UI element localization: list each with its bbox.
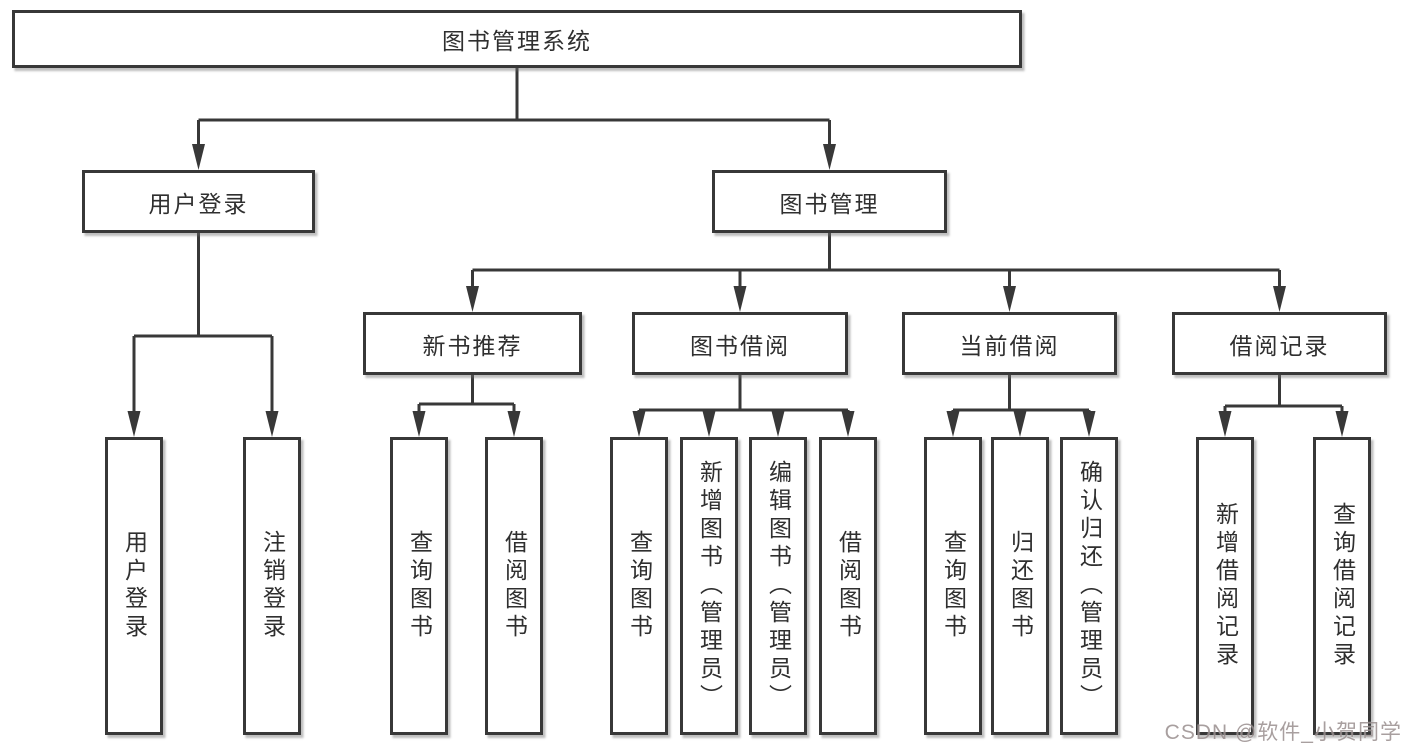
leaf-return-books: 归还图书 <box>991 437 1049 735</box>
leaf-logout: 注销登录 <box>243 437 301 735</box>
leaf-query-borrow-record: 查询借阅记录 <box>1313 437 1371 735</box>
leaf-add-borrow-record: 新增借阅记录 <box>1196 437 1254 735</box>
node-library-management-system: 图书管理系统 <box>12 10 1022 68</box>
leaf-borrow-books-recommend: 借阅图书 <box>485 437 543 735</box>
csdn-watermark: CSDN @软件_小贺同学 <box>1164 721 1402 744</box>
leaf-add-book-admin: 新增图书（管理员） <box>680 437 738 735</box>
leaf-confirm-return-admin: 确认归还（管理员） <box>1060 437 1118 735</box>
leaf-query-books-borrow: 查询图书 <box>610 437 668 735</box>
leaf-user-login: 用户登录 <box>105 437 163 735</box>
node-current-borrow: 当前借阅 <box>902 312 1117 375</box>
node-new-book-recommend: 新书推荐 <box>363 312 582 375</box>
node-book-management: 图书管理 <box>712 170 947 233</box>
node-borrow-records: 借阅记录 <box>1172 312 1387 375</box>
node-book-borrow: 图书借阅 <box>632 312 848 375</box>
leaf-borrow-books-borrow: 借阅图书 <box>819 437 877 735</box>
arrow-down-icons <box>127 144 1349 437</box>
connector-line-group <box>132 68 1344 418</box>
leaf-edit-book-admin: 编辑图书（管理员） <box>749 437 807 735</box>
leaf-query-books-current: 查询图书 <box>924 437 982 735</box>
node-user-login: 用户登录 <box>82 170 315 233</box>
leaf-query-books-recommend: 查询图书 <box>390 437 448 735</box>
